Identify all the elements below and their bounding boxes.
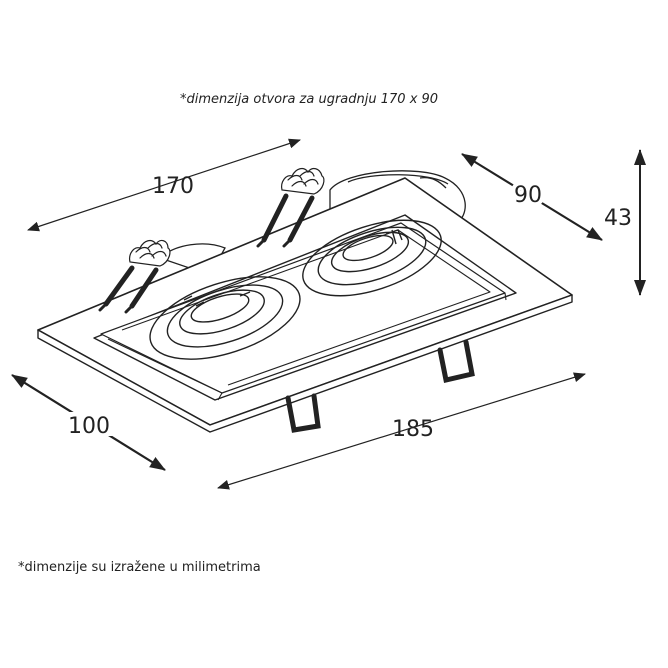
dimension-170 xyxy=(27,138,301,232)
lamp-cup-left xyxy=(149,276,301,360)
dimension-label-43-text: 43 xyxy=(604,206,632,231)
dimension-185 xyxy=(217,372,586,490)
lamp-cup-right xyxy=(302,219,442,297)
units-note: *dimenzije su izražene u milimetrima xyxy=(18,560,261,575)
dimension-label-100: 100 xyxy=(68,414,110,439)
dimension-label-185: 185 xyxy=(392,417,434,442)
opening-dimension-note: *dimenzija otvora za ugradnju 170 x 90 xyxy=(180,92,439,107)
dimension-90 xyxy=(461,153,603,241)
spring-clip-bottom-right xyxy=(437,339,475,384)
spring-clip-right xyxy=(256,167,325,248)
dimension-label-90-text: 90 xyxy=(514,183,542,208)
dimension-label-170: 170 xyxy=(152,174,194,199)
dimension-label-90: 90 xyxy=(514,183,542,208)
spring-clip-left xyxy=(98,239,171,314)
trim-frame xyxy=(37,177,573,433)
dimension-label-43: 43 xyxy=(604,206,632,231)
spring-clip-bottom-left xyxy=(285,393,321,433)
